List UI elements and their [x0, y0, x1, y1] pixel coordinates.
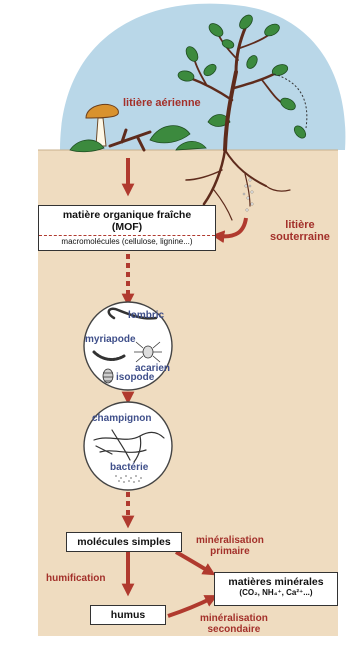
simple-molecules-label: molécules simples — [67, 536, 181, 548]
mof-title: matière organique fraîche — [39, 209, 215, 221]
mof-abbrev: (MOF) — [39, 221, 215, 233]
label-mineralisation-primaire: minéralisation primaire — [196, 536, 264, 557]
humus-label: humus — [91, 609, 165, 621]
label-lombric: lombric — [128, 311, 164, 322]
label-litiere-aerienne: litière aérienne — [123, 98, 201, 110]
simple-molecules-box: molécules simples — [66, 532, 182, 552]
mineral-matter-box: matières minérales (CO₂, NH₄⁺, Ca²⁺...) — [214, 572, 338, 606]
isopod-icon — [103, 369, 113, 383]
humus-box: humus — [90, 605, 166, 625]
label-humification: humification — [46, 574, 105, 585]
label-litiere-souterraine-line1: litière — [270, 220, 330, 232]
label-isopode: isopode — [116, 373, 154, 384]
label-litiere-souterraine-line2: souterraine — [270, 232, 330, 244]
label-litiere-souterraine: litière souterraine — [270, 220, 330, 243]
label-bacterie: bactérie — [110, 463, 148, 474]
label-mineralisation-secondaire-line2: secondaire — [200, 625, 268, 636]
mof-divider — [39, 235, 215, 236]
label-mineralisation-primaire-line2: primaire — [196, 547, 264, 558]
mineral-matter-label: matières minérales — [215, 576, 337, 588]
label-mineralisation-primaire-line1: minéralisation — [196, 536, 264, 547]
label-champignon: champignon — [92, 414, 151, 425]
label-mineralisation-secondaire: minéralisation secondaire — [200, 614, 268, 635]
mineral-matter-formula: (CO₂, NH₄⁺, Ca²⁺...) — [215, 588, 337, 597]
mof-macromolecules: macromolécules (cellulose, lignine...) — [39, 237, 215, 246]
label-myriapode: myriapode — [85, 335, 136, 346]
mof-box: matière organique fraîche (MOF) macromol… — [38, 205, 216, 251]
label-mineralisation-secondaire-line1: minéralisation — [200, 614, 268, 625]
